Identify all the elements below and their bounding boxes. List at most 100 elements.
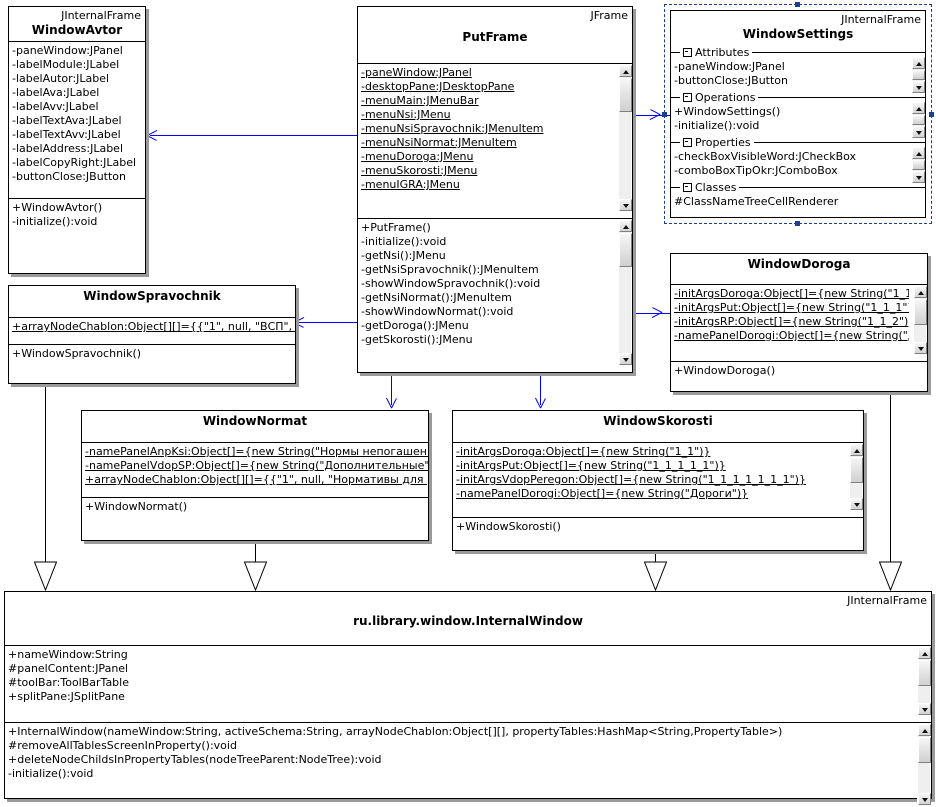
scroll-down-arrow[interactable] bbox=[850, 498, 863, 510]
selection-handle-right[interactable] bbox=[929, 112, 934, 117]
attribute: -labelTextAva:JLabel bbox=[12, 114, 122, 127]
scroll-up-arrow[interactable] bbox=[918, 724, 931, 736]
scroll-down-arrow[interactable] bbox=[619, 353, 632, 365]
attributes-scrollbar[interactable] bbox=[913, 286, 927, 354]
group-classes[interactable]: Classes bbox=[671, 180, 925, 195]
attributes-scrollbar[interactable] bbox=[618, 65, 632, 211]
attributes-scrollbar[interactable] bbox=[917, 647, 931, 715]
operation: +WindowSkorosti() bbox=[456, 520, 561, 533]
scroll-up-arrow[interactable] bbox=[619, 65, 632, 77]
operation: +PutFrame() bbox=[361, 221, 431, 234]
scrollbar-thumb[interactable] bbox=[619, 233, 632, 267]
scroll-down-arrow[interactable] bbox=[918, 793, 931, 805]
class-box-internalwindow[interactable]: JInternalFrame ru.library.window.Interna… bbox=[4, 591, 932, 805]
selection-handle-bottom[interactable] bbox=[795, 221, 800, 226]
operation: #removeAllTablesScreenInProperty():void bbox=[8, 739, 237, 752]
attribute: -menuNsiNormat:JMenuItem bbox=[361, 136, 517, 149]
windowspravochnik-attributes: +arrayNodeChablon:Object[][]={{"1", null… bbox=[9, 317, 295, 344]
windowavtor-header: JInternalFrame WindowAvtor bbox=[9, 7, 145, 41]
group-label-classes[interactable]: Classes bbox=[680, 180, 740, 195]
operation: +WindowSpravochnik() bbox=[12, 347, 142, 360]
collapse-icon[interactable] bbox=[683, 138, 692, 147]
attribute: -namePanelVdopSP:Object[]={new String("Д… bbox=[85, 459, 428, 472]
selection-handle-top[interactable] bbox=[795, 2, 800, 7]
generalization-spravochnik-line bbox=[45, 384, 46, 562]
group-properties[interactable]: Properties bbox=[671, 135, 925, 150]
scroll-down-arrow[interactable] bbox=[914, 342, 927, 354]
attribute: -paneWindow:JPanel bbox=[12, 44, 123, 57]
operation: +WindowAvtor() bbox=[12, 201, 103, 214]
scroll-up-arrow[interactable] bbox=[912, 147, 925, 159]
operation: -initialize():void bbox=[674, 119, 760, 132]
group-rule bbox=[671, 142, 925, 143]
group-label-text: Attributes bbox=[695, 46, 750, 59]
scrollbar-thumb[interactable] bbox=[619, 78, 632, 112]
properties-scrollbar[interactable] bbox=[911, 147, 925, 183]
operations-scrollbar[interactable] bbox=[618, 220, 632, 365]
operation: -initialize():void bbox=[361, 235, 447, 248]
putframe-stereotype: JFrame bbox=[590, 9, 628, 22]
class-box-windownormat[interactable]: WindowNormat -namePanelAnpKsi:Object[]={… bbox=[81, 410, 429, 541]
scroll-down-arrow[interactable] bbox=[912, 126, 925, 138]
collapse-icon[interactable] bbox=[683, 48, 692, 57]
attribute: -buttonClose:JButton bbox=[674, 74, 789, 87]
class-box-windowsettings[interactable]: JInternalFrame WindowSettings Attributes… bbox=[670, 10, 926, 218]
windowspravochnik-name: WindowSpravochnik bbox=[83, 289, 221, 303]
attributes-scrollbar[interactable] bbox=[849, 444, 863, 510]
class-box-windowspravochnik[interactable]: WindowSpravochnik +arrayNodeChablon:Obje… bbox=[8, 285, 296, 384]
scrollbar-thumb[interactable] bbox=[912, 160, 925, 170]
selection-handle-left[interactable] bbox=[662, 112, 667, 117]
class-box-windowavtor[interactable]: JInternalFrame WindowAvtor -paneWindow:J… bbox=[8, 6, 146, 274]
scroll-up-arrow[interactable] bbox=[619, 220, 632, 232]
scrollbar-thumb[interactable] bbox=[914, 299, 927, 325]
windowskorosti-header: WindowSkorosti bbox=[453, 411, 863, 442]
attribute: -labelAva:JLabel bbox=[12, 86, 100, 99]
scroll-up-arrow[interactable] bbox=[914, 286, 927, 298]
windowsettings-stereotype: JInternalFrame bbox=[841, 13, 921, 26]
group-attributes[interactable]: Attributes bbox=[671, 45, 925, 60]
group-operations[interactable]: Operations bbox=[671, 90, 925, 105]
collapse-icon[interactable] bbox=[683, 93, 692, 102]
operation: -getSkorosti():JMenu bbox=[361, 333, 473, 346]
scroll-down-arrow[interactable] bbox=[912, 81, 925, 93]
putframe-header: JFrame PutFrame bbox=[358, 7, 632, 63]
group-label-properties[interactable]: Properties bbox=[680, 135, 754, 150]
generalization-normat-line bbox=[255, 541, 256, 562]
operation: -showWindowNormat():void bbox=[361, 305, 514, 318]
group-label-attributes[interactable]: Attributes bbox=[680, 45, 753, 60]
windowsettings-classes: #ClassNameTreeCellRenderer bbox=[671, 195, 925, 211]
operations-scrollbar[interactable] bbox=[911, 102, 925, 138]
property: -comboBoxTipOkr:JComboBox bbox=[674, 164, 838, 177]
scroll-down-arrow[interactable] bbox=[918, 703, 931, 715]
scrollbar-thumb[interactable] bbox=[918, 660, 931, 686]
internalwindow-stereotype: JInternalFrame bbox=[847, 594, 927, 607]
class-box-windowskorosti[interactable]: WindowSkorosti -initArgsDoroga:Object[]=… bbox=[452, 410, 864, 551]
group-label-operations[interactable]: Operations bbox=[680, 90, 759, 105]
putframe-operations: +PutFrame() -initialize():void -getNsi()… bbox=[358, 218, 632, 372]
collapse-icon[interactable] bbox=[683, 183, 692, 192]
scroll-down-arrow[interactable] bbox=[619, 199, 632, 211]
scroll-up-arrow[interactable] bbox=[918, 647, 931, 659]
group-rule bbox=[671, 187, 925, 188]
association-putframe-windowsettings bbox=[633, 115, 671, 116]
scroll-up-arrow[interactable] bbox=[912, 102, 925, 114]
scrollbar-thumb[interactable] bbox=[850, 457, 863, 483]
scrollbar-thumb[interactable] bbox=[912, 70, 925, 80]
attribute: -menuSkorosti:JMenu bbox=[361, 164, 478, 177]
scrollbar-thumb[interactable] bbox=[912, 115, 925, 125]
attributes-scrollbar[interactable] bbox=[911, 57, 925, 93]
class-box-putframe[interactable]: JFrame PutFrame -paneWindow:JPanel -desk… bbox=[357, 6, 633, 373]
class-box-windowdoroga[interactable]: WindowDoroga -initArgsDoroga:Object[]={n… bbox=[670, 253, 928, 392]
group-rule bbox=[671, 52, 925, 53]
windowsettings-header: JInternalFrame WindowSettings bbox=[671, 11, 925, 45]
scrollbar-thumb[interactable] bbox=[918, 737, 931, 763]
attribute: -paneWindow:JPanel bbox=[674, 60, 785, 73]
scroll-down-arrow[interactable] bbox=[912, 171, 925, 183]
operations-scrollbar[interactable] bbox=[917, 724, 931, 805]
attribute: +arrayNodeChablon:Object[][]={{"1", null… bbox=[12, 320, 295, 333]
operation: +InternalWindow(nameWindow:String, activ… bbox=[8, 725, 783, 738]
scroll-up-arrow[interactable] bbox=[912, 57, 925, 69]
attribute: +splitPane:JSplitPane bbox=[8, 690, 125, 703]
scroll-up-arrow[interactable] bbox=[850, 444, 863, 456]
association-putframe-windowspravochnik bbox=[296, 322, 357, 323]
